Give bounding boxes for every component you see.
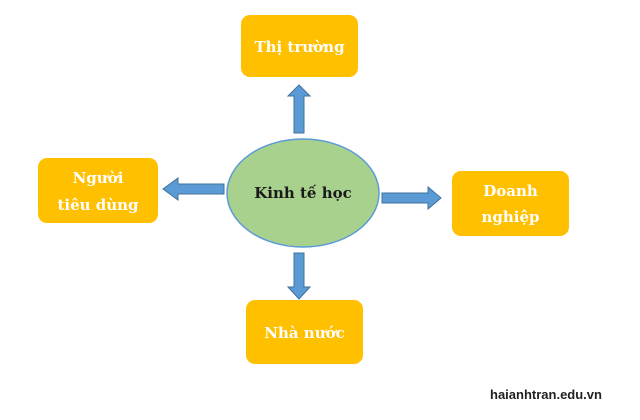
arrow-right-icon	[381, 185, 442, 211]
node-label-line2: tiêu dùng	[57, 196, 139, 214]
node-box	[452, 171, 569, 236]
node-thi-truong: Thị trường	[241, 15, 358, 77]
arrow-up-icon	[286, 84, 312, 134]
node-box	[246, 300, 363, 364]
watermark-text: haianhtran.edu.vn	[490, 387, 602, 402]
arrow-left-icon	[162, 177, 225, 201]
node-box	[38, 158, 158, 223]
node-label: Thị trường	[254, 38, 345, 56]
node-label-line2: nghiệp	[481, 208, 539, 226]
node-label-line1: Doanh	[483, 182, 538, 200]
node-doanh-nghiep: Doanh nghiệp	[452, 171, 569, 236]
node-nha-nuoc: Nhà nước	[246, 300, 363, 364]
center-label: Kinh tế học	[254, 184, 352, 202]
node-nguoi-tieu-dung: Người tiêu dùng	[38, 158, 158, 223]
node-box	[241, 15, 358, 77]
arrow-down-icon	[286, 252, 312, 300]
node-label-line1: Người	[73, 169, 124, 187]
center-node-kinh-te-hoc: Kinh tế học	[226, 138, 380, 248]
node-label: Nhà nước	[264, 324, 345, 342]
center-ellipse	[226, 138, 380, 248]
